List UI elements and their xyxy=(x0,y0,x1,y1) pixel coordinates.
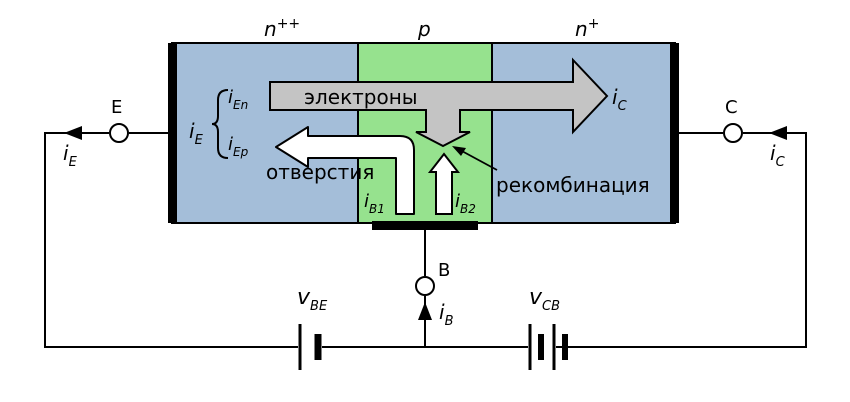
iep-label: iEp xyxy=(228,134,249,159)
vbe-label: vBE xyxy=(297,285,328,314)
recombination-label: рекомбинация xyxy=(496,173,650,197)
ib-arrowhead xyxy=(418,302,432,320)
recombination-pointer xyxy=(459,149,498,171)
collector-terminal xyxy=(723,123,743,143)
vcb-label: vCB xyxy=(529,285,560,314)
emitter-terminal-label: E xyxy=(111,97,122,118)
ie-label-outer: iE xyxy=(63,141,78,170)
collector-contact xyxy=(670,43,679,223)
base-terminal-label: B xyxy=(438,260,450,281)
base-doping-label: p xyxy=(417,17,431,41)
emitter-terminal xyxy=(109,123,129,143)
ie-brace xyxy=(211,89,229,159)
emitter-region xyxy=(172,43,358,223)
ic-label-inner: iC xyxy=(612,85,628,114)
ib2-label: iB2 xyxy=(455,191,476,216)
collector-terminal-label: C xyxy=(725,97,738,118)
holes-arrow xyxy=(275,126,415,215)
recombination-pointer-head xyxy=(452,146,466,156)
collector-doping-label: n+ xyxy=(575,16,599,41)
electrons-label: электроны xyxy=(304,85,418,109)
ien-label: iEn xyxy=(228,87,248,112)
ib2-arrow xyxy=(427,152,461,215)
ie-label: iE xyxy=(189,119,204,148)
ib1-label: iB1 xyxy=(364,191,385,216)
base-contact xyxy=(372,221,478,230)
ic-arrowhead xyxy=(769,126,787,140)
base-terminal xyxy=(415,276,435,296)
ib-label: iB xyxy=(439,300,454,329)
emitter-contact xyxy=(168,43,177,223)
electrons-arrow xyxy=(269,57,609,148)
ic-label-outer: iC xyxy=(770,141,786,170)
ie-arrowhead xyxy=(64,126,82,140)
emitter-doping-label: n++ xyxy=(264,16,300,41)
holes-label: отверстия xyxy=(266,160,374,184)
